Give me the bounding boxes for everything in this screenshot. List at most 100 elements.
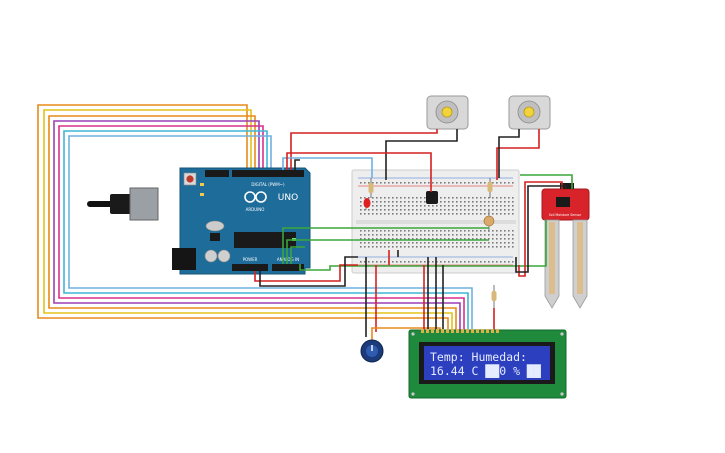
breadboard-hole (436, 182, 438, 184)
breadboard-hole (376, 213, 378, 215)
breadboard-hole (364, 230, 366, 232)
breadboard-hole (508, 205, 510, 207)
breadboard-hole (492, 209, 494, 211)
breadboard-hole (400, 205, 402, 207)
breadboard-holes (360, 182, 514, 263)
breadboard-hole (420, 242, 422, 244)
breadboard-hole (380, 197, 382, 199)
breadboard-hole (416, 234, 418, 236)
breadboard-hole (404, 205, 406, 207)
breadboard-hole (368, 209, 370, 211)
lcd-pin (471, 329, 474, 333)
breadboard-hole (392, 197, 394, 199)
arduino-model: UNO (278, 193, 298, 203)
breadboard-hole (472, 238, 474, 240)
breadboard-hole (416, 213, 418, 215)
breadboard-hole (360, 201, 362, 203)
breadboard-hole (372, 201, 374, 203)
breadboard-hole (476, 201, 478, 203)
breadboard-hole (384, 205, 386, 207)
breadboard-hole (464, 238, 466, 240)
breadboard-hole (376, 242, 378, 244)
resistor-3 (491, 285, 497, 308)
breadboard-hole (424, 261, 426, 263)
breadboard (351, 169, 520, 274)
breadboard-hole (432, 182, 434, 184)
breadboard-hole (508, 261, 510, 263)
breadboard-hole (388, 230, 390, 232)
breadboard-hole (444, 209, 446, 211)
wire-bundle-left (37, 104, 473, 330)
breadboard-hole (444, 182, 446, 184)
breadboard-hole (420, 234, 422, 236)
arduino-power-label: POWER (243, 257, 258, 262)
photoresistor (483, 210, 495, 232)
breadboard-hole (480, 201, 482, 203)
breadboard-hole (496, 230, 498, 232)
breadboard-hole (444, 242, 446, 244)
breadboard-hole (380, 201, 382, 203)
breadboard-hole (388, 182, 390, 184)
breadboard-hole (480, 197, 482, 199)
breadboard-hole (480, 205, 482, 207)
breadboard-hole (500, 238, 502, 240)
breadboard-hole (408, 246, 410, 248)
wire-5v-red (254, 264, 358, 282)
wire-green-3 (290, 246, 305, 264)
breadboard-hole (424, 230, 426, 232)
breadboard-hole (396, 213, 398, 215)
breadboard-hole (388, 234, 390, 236)
breadboard-hole (404, 197, 406, 199)
breadboard-hole (364, 246, 366, 248)
breadboard-hole (408, 230, 410, 232)
arduino-uno-board: ARDUINO UNO DIGITAL (PWM~) POWER ANALOG … (87, 167, 311, 275)
breadboard-hole (496, 197, 498, 199)
breadboard-hole (452, 246, 454, 248)
breadboard-hole (392, 246, 394, 248)
breadboard-hole (440, 213, 442, 215)
breadboard-hole (504, 213, 506, 215)
breadboard-hole (440, 238, 442, 240)
breadboard-hole (456, 201, 458, 203)
led-l (200, 183, 204, 186)
breadboard-hole (396, 242, 398, 244)
soil-sensor-header (560, 183, 574, 189)
dc-motor-2 (508, 95, 551, 130)
breadboard-hole (476, 234, 478, 236)
breadboard-hole (372, 209, 374, 211)
breadboard-hole (492, 205, 494, 207)
breadboard-hole (500, 234, 502, 236)
breadboard-hole (452, 242, 454, 244)
power-header (232, 264, 268, 271)
breadboard-hole (368, 238, 370, 240)
breadboard-hole (444, 238, 446, 240)
breadboard-hole (452, 230, 454, 232)
breadboard-hole (360, 261, 362, 263)
breadboard-hole (420, 261, 422, 263)
breadboard-hole (456, 238, 458, 240)
breadboard-hole (460, 230, 462, 232)
breadboard-hole (392, 261, 394, 263)
lcd-screen (424, 346, 550, 380)
breadboard-hole (392, 213, 394, 215)
breadboard-hole (512, 234, 514, 236)
breadboard-hole (448, 201, 450, 203)
breadboard-hole (388, 213, 390, 215)
breadboard-hole (444, 205, 446, 207)
breadboard-hole (452, 213, 454, 215)
breadboard-hole (360, 246, 362, 248)
breadboard-hole (484, 201, 486, 203)
breadboard-hole (412, 242, 414, 244)
lcd-pin (426, 329, 429, 333)
breadboard-hole (512, 197, 514, 199)
breadboard-hole (468, 261, 470, 263)
breadboard-hole (388, 242, 390, 244)
breadboard-hole (504, 261, 506, 263)
breadboard-hole (492, 230, 494, 232)
arduino-digital-label: DIGITAL (PWM~) (251, 182, 285, 187)
arduino-analog-label: ANALOG IN (277, 257, 299, 262)
breadboard-hole (416, 261, 418, 263)
breadboard-hole (392, 182, 394, 184)
breadboard-hole (452, 238, 454, 240)
breadboard-hole (404, 238, 406, 240)
